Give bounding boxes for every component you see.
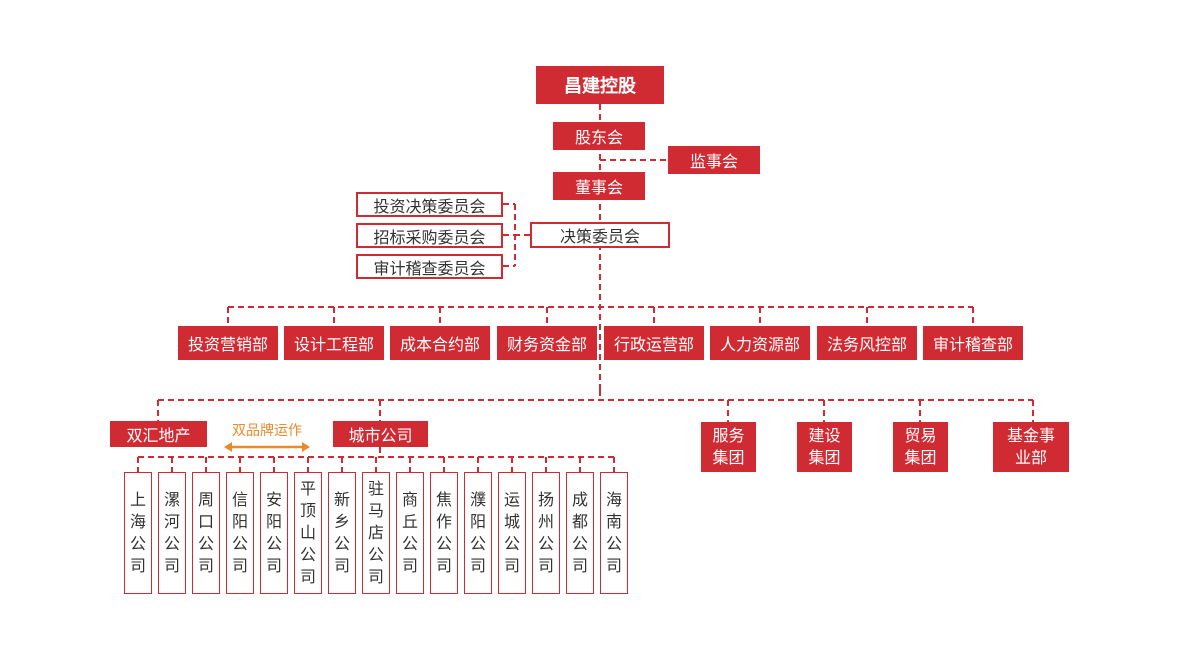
dept-legal-risk: 法务风控部 [817,326,917,360]
dept-audit: 审计稽查部 [923,326,1023,360]
group-label-line: 集团 [712,448,745,467]
dual-brand-label: 双品牌运作 [232,423,302,439]
shuanghui-node: 双汇地产 [110,421,207,447]
group-label-line: 贸易 [904,426,937,445]
committee-investment: 投资决策委员会 [356,192,503,217]
city-branch: 濮阳公司 [464,472,492,594]
committee-procurement: 招标采购委员会 [356,223,503,248]
city-branch: 商丘公司 [396,472,424,594]
city-company-node: 城市公司 [333,421,428,447]
group-fund: 基金事 业部 [993,422,1069,472]
committee-audit: 审计稽查委员会 [356,254,503,279]
city-branch: 周口公司 [192,472,220,594]
dept-design-engineering: 设计工程部 [284,326,384,360]
city-branch: 运城公司 [498,472,526,594]
city-branch: 新乡公司 [328,472,356,594]
dept-finance: 财务资金部 [497,326,597,360]
city-branch: 扬州公司 [532,472,560,594]
city-branch: 安阳公司 [260,472,288,594]
root-node: 昌建控股 [536,66,664,104]
group-label-line: 基金事 [1006,426,1055,445]
group-label-line: 业部 [1014,448,1047,467]
dept-cost-contract: 成本合约部 [390,326,490,360]
group-label-line: 集团 [904,448,937,467]
supervisors-node: 监事会 [668,146,760,174]
city-branch: 驻马店公司 [362,472,390,594]
city-branch: 信阳公司 [226,472,254,594]
city-branch: 焦作公司 [430,472,458,594]
decision-committee-node: 决策委员会 [530,222,670,248]
group-service: 服务 集团 [701,422,756,472]
city-branch: 成都公司 [566,472,594,594]
group-construction: 建设 集团 [797,422,852,472]
dept-admin-operations: 行政运营部 [604,326,704,360]
city-branch: 漯河公司 [158,472,186,594]
dept-investment-marketing: 投资营销部 [178,326,278,360]
city-branch: 上海公司 [124,472,152,594]
shareholders-node: 股东会 [553,122,645,150]
dept-human-resources: 人力资源部 [710,326,810,360]
group-trade: 贸易 集团 [893,422,948,472]
city-branch: 平顶山公司 [294,472,322,594]
city-branch: 海南公司 [600,472,628,594]
board-node: 董事会 [553,172,645,200]
group-label-line: 建设 [808,426,841,445]
dual-brand-arrow-icon [224,442,310,452]
group-label-line: 服务 [712,426,745,445]
group-label-line: 集团 [808,448,841,467]
